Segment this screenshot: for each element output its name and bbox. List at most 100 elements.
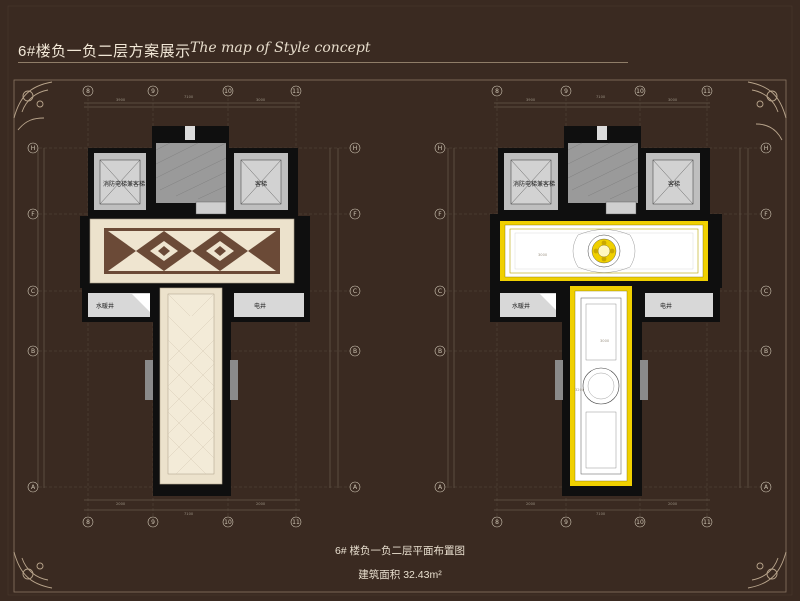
room-label-fire-elevator: 消防电梯兼客梯 bbox=[513, 180, 555, 188]
corner-ornament-top-left bbox=[13, 81, 53, 131]
svg-text:11: 11 bbox=[292, 519, 300, 526]
dim-text: 7100 bbox=[184, 512, 194, 516]
svg-text:C: C bbox=[353, 288, 357, 295]
corner-ornament-bottom-left bbox=[13, 551, 53, 589]
dimension-lines-left bbox=[37, 102, 339, 511]
svg-text:8: 8 bbox=[86, 88, 90, 95]
dim-text: 2000 bbox=[526, 502, 536, 506]
ceiling-height-label: 3000 bbox=[600, 339, 610, 343]
ceiling-height-label: 3200 bbox=[575, 388, 585, 392]
room-label-electric-shaft: 电井 bbox=[660, 302, 672, 310]
ceiling-circle bbox=[582, 367, 620, 405]
shaft-opening bbox=[185, 126, 195, 140]
room-label-electric-shaft: 电井 bbox=[254, 302, 266, 310]
svg-text:9: 9 bbox=[564, 519, 568, 526]
electric-shaft-room bbox=[645, 293, 713, 317]
axis-labels-left: 8 9 10 11 8 9 10 11 H F C B A H F C B A bbox=[31, 88, 358, 526]
svg-text:11: 11 bbox=[703, 88, 711, 95]
axis-markers-left bbox=[27, 85, 361, 528]
dim-text: 2000 bbox=[668, 502, 678, 506]
wall-column bbox=[230, 360, 238, 400]
caption-area: 建筑面积 32.43m² bbox=[358, 569, 442, 581]
dim-text: 7100 bbox=[596, 95, 606, 99]
outer-border bbox=[7, 5, 793, 596]
svg-text:8: 8 bbox=[495, 88, 499, 95]
wall-column bbox=[640, 360, 648, 400]
svg-text:A: A bbox=[438, 484, 443, 491]
svg-text:F: F bbox=[353, 211, 357, 218]
ceiling-panel bbox=[580, 297, 622, 475]
header-divider bbox=[18, 62, 628, 63]
room-label-guest-elevator: 客梯 bbox=[255, 180, 267, 188]
svg-text:C: C bbox=[438, 288, 442, 295]
corner-ornament-top-right bbox=[747, 81, 787, 141]
svg-text:B: B bbox=[353, 348, 357, 355]
svg-text:11: 11 bbox=[703, 519, 711, 526]
svg-text:9: 9 bbox=[151, 88, 155, 95]
svg-text:B: B bbox=[438, 348, 442, 355]
marble-inlay-pattern bbox=[108, 231, 276, 271]
dim-text: 3000 bbox=[668, 98, 678, 102]
dim-text: 7100 bbox=[184, 95, 194, 99]
corridor-tile-grid bbox=[167, 293, 215, 475]
svg-text:8: 8 bbox=[86, 519, 90, 526]
room-label-guest-elevator: 客梯 bbox=[668, 180, 680, 188]
inner-border bbox=[13, 79, 787, 593]
svg-text:H: H bbox=[764, 145, 769, 152]
svg-text:A: A bbox=[353, 484, 358, 491]
svg-text:B: B bbox=[31, 348, 35, 355]
dimension-lines-right bbox=[447, 102, 749, 511]
stair-hatch bbox=[155, 142, 227, 200]
svg-text:H: H bbox=[31, 145, 36, 152]
floor-plan-left: 3900 7100 3000 2000 7100 2000 bbox=[27, 85, 361, 528]
fire-hydrant-box bbox=[195, 201, 227, 215]
svg-text:B: B bbox=[764, 348, 768, 355]
svg-text:9: 9 bbox=[151, 519, 155, 526]
ceiling-medallion bbox=[572, 229, 636, 273]
floor-plan-right: 3900 7100 3000 2000 7100 2000 bbox=[434, 85, 772, 528]
svg-text:F: F bbox=[764, 211, 768, 218]
header: 6#楼负一负二层方案展示 The map of Style concept bbox=[18, 38, 628, 63]
svg-text:11: 11 bbox=[292, 88, 300, 95]
svg-text:F: F bbox=[31, 211, 35, 218]
ceiling-height-label: 3000 bbox=[538, 253, 548, 257]
shaft-opening bbox=[597, 126, 607, 140]
svg-text:C: C bbox=[764, 288, 768, 295]
corridor-field bbox=[167, 293, 215, 475]
svg-text:10: 10 bbox=[224, 519, 232, 526]
dim-text: 2000 bbox=[116, 502, 126, 506]
page-title: 6#楼负一负二层方案展示 bbox=[18, 43, 191, 60]
stair-hatch bbox=[567, 142, 639, 200]
dim-text: 7100 bbox=[596, 512, 606, 516]
svg-text:8: 8 bbox=[495, 519, 499, 526]
stair-core bbox=[156, 143, 226, 203]
door-swing bbox=[540, 294, 556, 310]
room-label-water-shaft: 水暖井 bbox=[96, 302, 114, 310]
svg-text:10: 10 bbox=[636, 88, 644, 95]
plan-caption: 6# 楼负一负二层平面布置图 建筑面积 32.43m² bbox=[0, 543, 800, 582]
room-label-water-shaft: 水暖井 bbox=[512, 302, 530, 310]
svg-text:10: 10 bbox=[636, 519, 644, 526]
svg-text:9: 9 bbox=[564, 88, 568, 95]
svg-text:A: A bbox=[764, 484, 769, 491]
stair-core bbox=[568, 143, 638, 203]
axis-labels-right: 8 9 10 11 8 9 10 11 H F C B A H F C B A bbox=[438, 88, 769, 526]
wall-column bbox=[145, 360, 153, 400]
axis-markers-right bbox=[434, 85, 772, 528]
caption-title: 6# 楼负一负二层平面布置图 bbox=[334, 545, 466, 557]
room-label-fire-elevator: 消防电梯兼客梯 bbox=[103, 180, 145, 188]
dim-text: 3900 bbox=[116, 98, 126, 102]
svg-text:H: H bbox=[353, 145, 358, 152]
wall-column bbox=[555, 360, 563, 400]
corner-ornament-bottom-right bbox=[747, 551, 787, 589]
svg-text:H: H bbox=[438, 145, 443, 152]
fire-hydrant-box bbox=[605, 201, 637, 215]
dim-text: 3900 bbox=[526, 98, 536, 102]
page-subtitle: The map of Style concept bbox=[190, 40, 371, 56]
door-swing bbox=[132, 294, 150, 312]
dim-text: 3000 bbox=[256, 98, 266, 102]
electric-shaft-room bbox=[234, 293, 304, 317]
svg-text:F: F bbox=[438, 211, 442, 218]
svg-text:C: C bbox=[31, 288, 35, 295]
